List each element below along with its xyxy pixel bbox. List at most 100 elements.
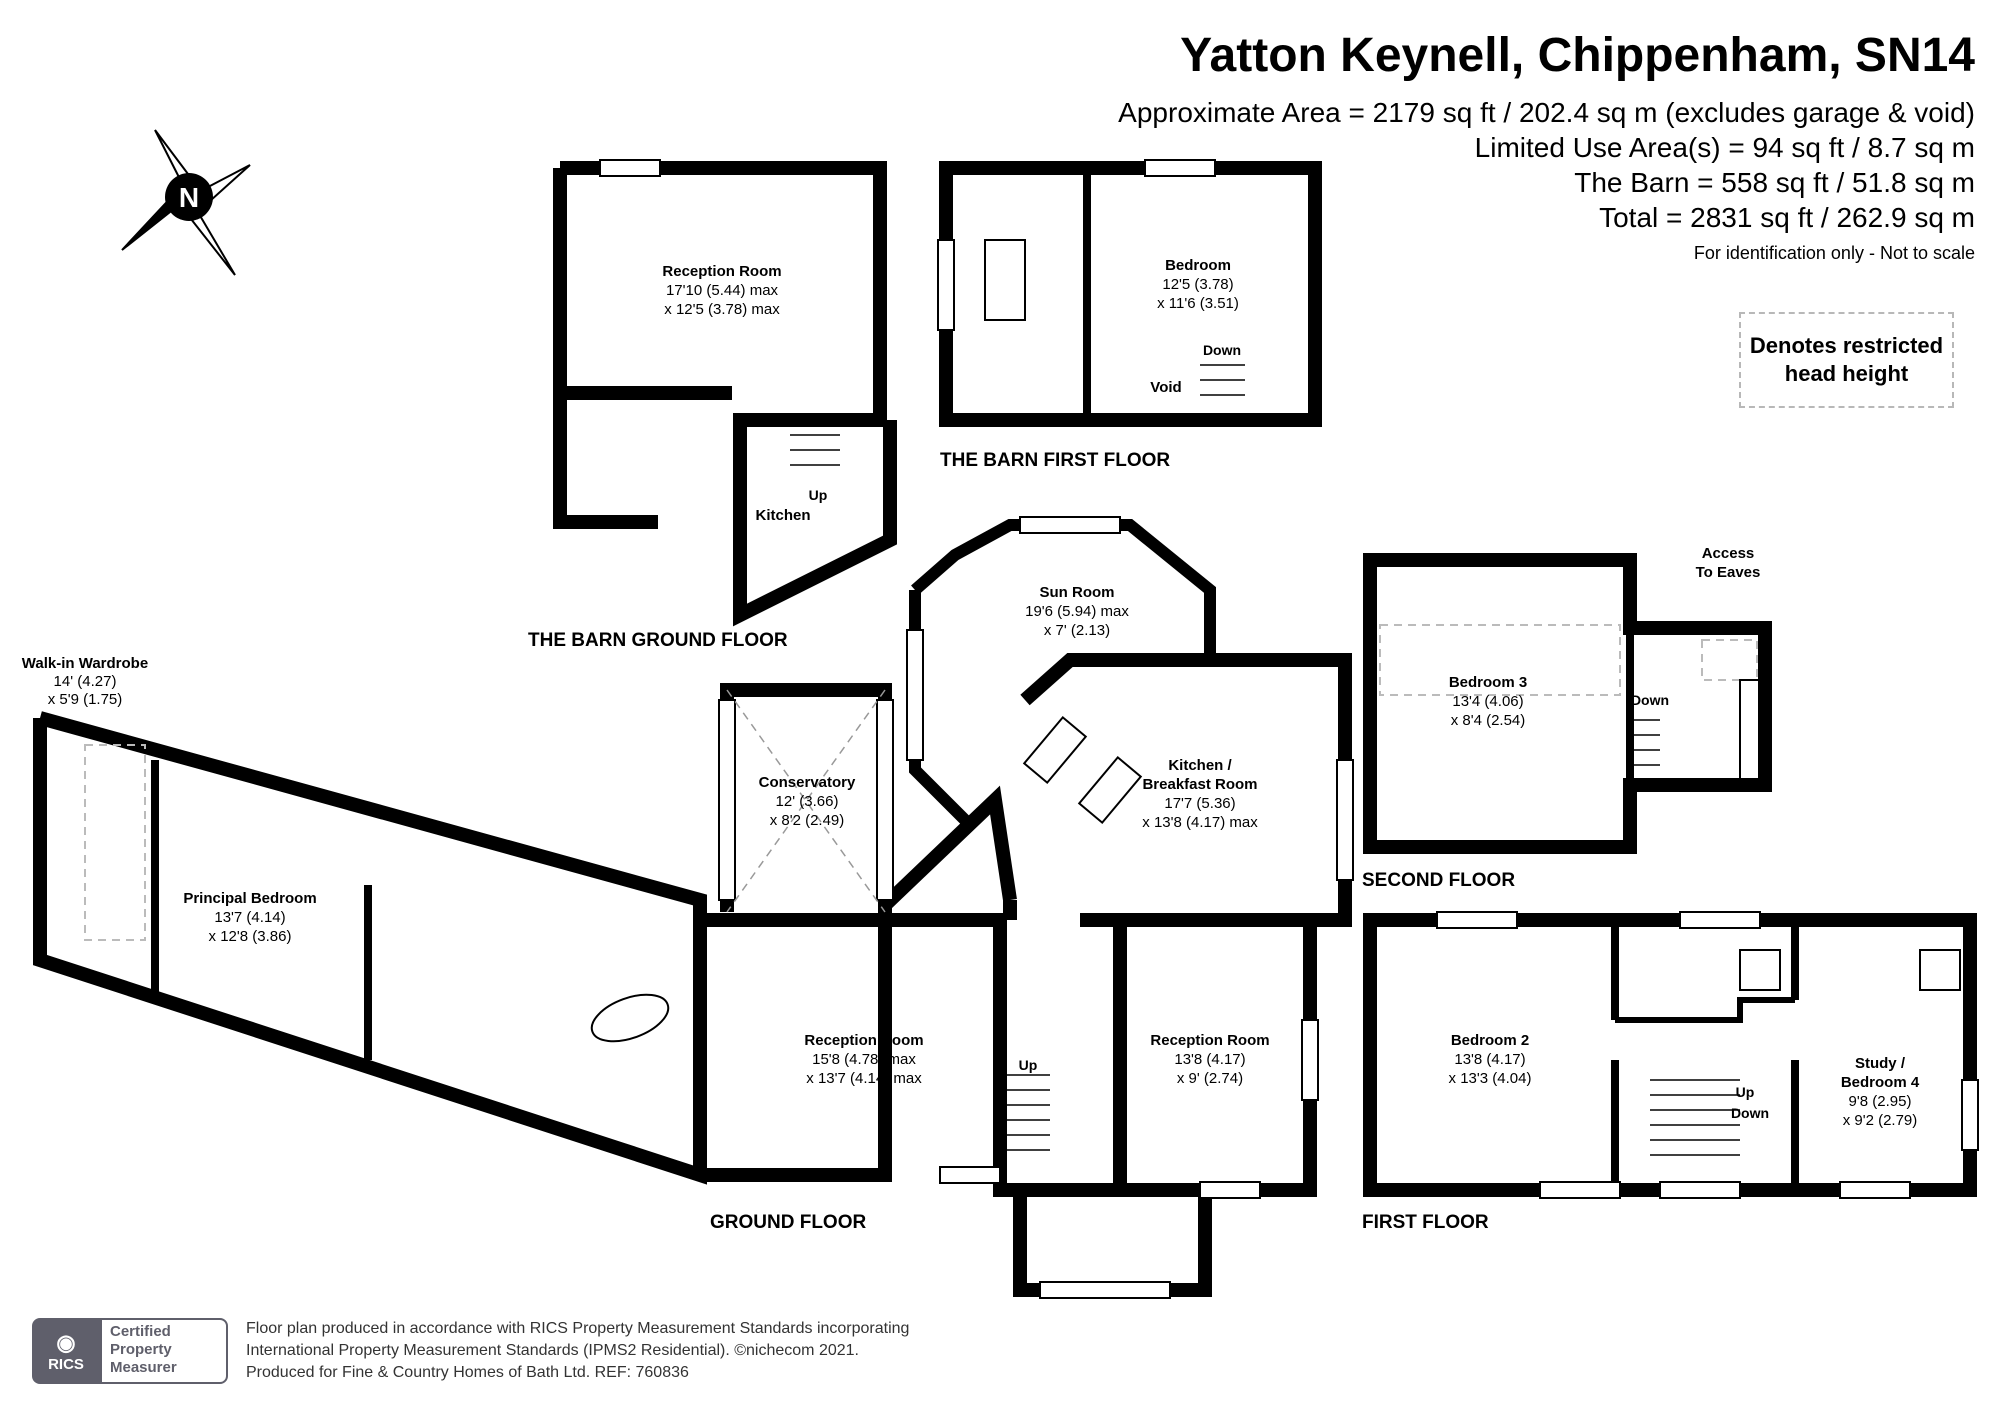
floor-label: FIRST FLOOR (1362, 1212, 1489, 1233)
shower-icon (984, 239, 1026, 321)
window (1336, 759, 1354, 881)
stair-down-label: Down (1731, 1105, 1769, 1121)
compass-icon: N (121, 129, 251, 276)
restricted-area (1701, 639, 1758, 681)
room-dimension: x 8'4 (2.54) (1451, 712, 1526, 729)
stair-down-label: Down (1203, 342, 1241, 358)
room-name: Bedroom 3 (1449, 674, 1527, 691)
conservatory-roof-lines (726, 689, 886, 913)
room-dimension: 19'6 (5.94) max (1025, 603, 1129, 620)
window (718, 699, 736, 901)
window (1301, 1019, 1319, 1101)
room-dimension: x 9'2 (2.79) (1843, 1112, 1918, 1129)
ground-wall (878, 785, 1017, 920)
legend-text: Denotes restricted head height (1739, 332, 1954, 388)
window (1961, 1079, 1979, 1151)
access-eaves-label: Access (1702, 545, 1755, 562)
room-name: Principal Bedroom (183, 890, 316, 907)
room-dimension: x 13'8 (4.17) max (1142, 814, 1258, 831)
window (906, 629, 924, 761)
area-line: Limited Use Area(s) = 94 sq ft / 8.7 sq … (1474, 132, 1975, 163)
scale-note: For identification only - Not to scale (1693, 243, 1975, 263)
window (1144, 159, 1216, 177)
second-floor-wall (1363, 553, 1772, 854)
floor-label: THE BARN GROUND FLOOR (528, 630, 788, 651)
window (1019, 516, 1121, 534)
area-line: The Barn = 558 sq ft / 51.8 sq m (1574, 167, 1975, 198)
ground-wall (33, 718, 707, 1185)
room-name: Reception Room (1150, 1032, 1269, 1049)
room-dimension: x 12'5 (3.78) max (664, 301, 780, 318)
first-floor-wall (1363, 913, 1977, 1197)
window (1199, 1181, 1261, 1199)
stairs (1630, 719, 1660, 766)
room-dimension: x 11'6 (3.51) (1157, 295, 1239, 312)
stairs (1000, 1074, 1050, 1151)
room-dimension: 13'8 (4.17) (1454, 1051, 1525, 1068)
window (1436, 911, 1518, 929)
room-name: Reception Room (804, 1032, 923, 1049)
ground-wall (700, 913, 892, 1182)
kitchen-wall (1020, 653, 1352, 927)
room-dimension: x 7' (2.13) (1044, 622, 1110, 639)
room-dimension: 13'8 (4.17) (1174, 1051, 1245, 1068)
page-title: Yatton Keynell, Chippenham, SN14 (1180, 29, 1975, 82)
stair-down-label: Down (1631, 692, 1669, 708)
stair-up-label: Up (809, 487, 828, 503)
window (939, 1166, 1001, 1184)
access-eaves-label: To Eaves (1696, 564, 1761, 581)
room-dimension: 9'8 (2.95) (1849, 1093, 1912, 1110)
room-dimension: x 13'7 (4.14) max (806, 1070, 922, 1087)
room-dimension: x 9' (2.74) (1177, 1070, 1243, 1087)
rics-logo-icon: ◉ RICS (32, 1318, 100, 1384)
room-name: Kitchen / (1168, 757, 1232, 774)
compass-label: N (179, 182, 199, 213)
room-name: Breakfast Room (1142, 776, 1257, 793)
room-dimension: 17'7 (5.36) (1164, 795, 1235, 812)
footer-notes: Floor plan produced in accordance with R… (246, 1318, 909, 1384)
stairs (1200, 364, 1245, 396)
room-name: Walk-in Wardrobe (22, 655, 148, 672)
barn-ground-wall (553, 168, 658, 529)
room-name: Bedroom (1165, 257, 1231, 274)
porch-wall (1013, 1190, 1212, 1297)
window (1839, 1181, 1911, 1199)
footer-line: International Property Measurement Stand… (246, 1342, 859, 1359)
legend-line: head height (1784, 361, 1909, 386)
first-floor-wall (1615, 997, 1795, 1023)
hob-icon (1022, 715, 1088, 785)
certified-badge: Certified Property Measurer (100, 1318, 228, 1384)
room-name: Sun Room (1040, 584, 1115, 601)
window (599, 159, 661, 177)
bathtub-icon (590, 993, 670, 1043)
badge-line: Certified (110, 1323, 171, 1340)
footer-line: Produced for Fine & Country Homes of Bat… (246, 1364, 689, 1381)
window (1539, 1181, 1621, 1199)
legend-line: Denotes restricted (1749, 333, 1944, 358)
area-summary: Approximate Area = 2179 sq ft / 202.4 sq… (1118, 95, 1975, 235)
rics-org: RICS (48, 1356, 84, 1373)
floor-label: SECOND FLOOR (1362, 870, 1515, 891)
window (937, 239, 955, 331)
window (876, 699, 894, 901)
area-line: Approximate Area = 2179 sq ft / 202.4 sq… (1118, 97, 1975, 128)
stairs (790, 434, 840, 466)
room-dimension: 12' (3.66) (776, 793, 839, 810)
shower-icon (1919, 949, 1961, 991)
kitchen-island-icon (1077, 755, 1143, 825)
room-name: Bedroom 4 (1841, 1074, 1920, 1091)
barn-ground-wall (733, 420, 897, 627)
stair-up-label: Up (1736, 1084, 1755, 1100)
restricted-area (1379, 624, 1621, 696)
badge-line: Property (110, 1341, 172, 1358)
stair-up-label: Up (1019, 1057, 1038, 1073)
barn-ground-wall (560, 161, 887, 520)
floor-label: THE BARN FIRST FLOOR (940, 450, 1170, 471)
floor-label: GROUND FLOOR (710, 1212, 866, 1233)
room-name: Conservatory (759, 774, 856, 791)
room-dimension: 15'8 (4.78) max (812, 1051, 916, 1068)
room-dimension: 14' (4.27) (54, 673, 117, 690)
shower-icon (1739, 949, 1781, 991)
room-dimension: 12'5 (3.78) (1162, 276, 1233, 293)
